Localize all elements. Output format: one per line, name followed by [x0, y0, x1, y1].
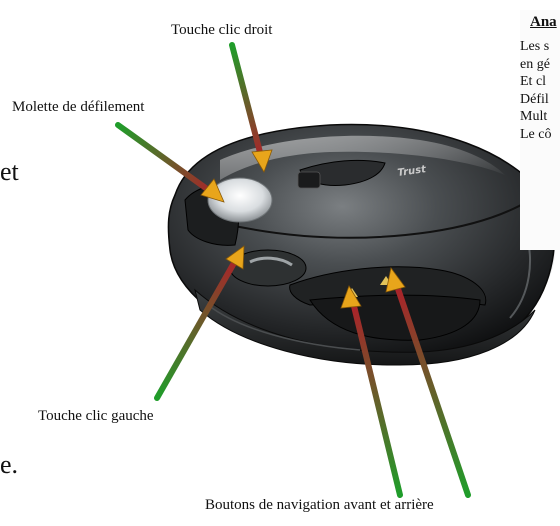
side-line: en gé: [520, 56, 551, 74]
label-scroll-wheel: Molette de défilement: [12, 99, 144, 116]
side-line: Et cl: [520, 73, 551, 91]
side-line: Les s: [520, 38, 551, 56]
side-line: Le cô: [520, 126, 551, 144]
cropped-text-top: et: [0, 157, 19, 187]
side-line: Défil: [520, 91, 551, 109]
side-line: Mult: [520, 108, 551, 126]
side-text-panel: Ana Les s en gé Et cl Défil Mult Le cô: [520, 10, 560, 250]
side-panel-title: Ana: [530, 14, 557, 31]
cropped-text-bottom: e.: [0, 450, 18, 480]
side-panel-lines: Les s en gé Et cl Défil Mult Le cô: [520, 38, 551, 143]
label-right-click: Touche clic droit: [171, 22, 272, 39]
label-navigation-buttons: Boutons de navigation avant et arrière: [205, 497, 434, 514]
label-left-click: Touche clic gauche: [38, 408, 154, 425]
